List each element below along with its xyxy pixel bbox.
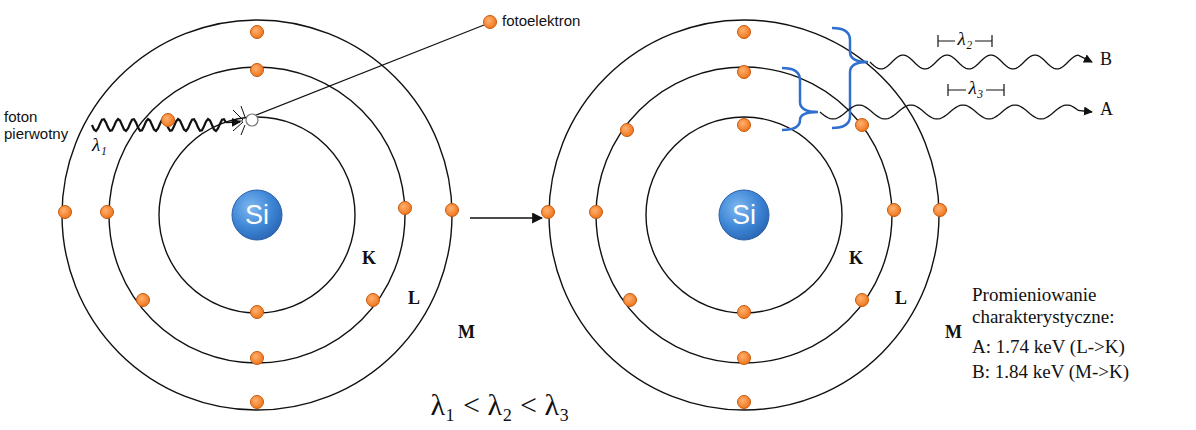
photon-a [820, 105, 1092, 119]
line-label: B [1100, 49, 1112, 70]
photon-b [870, 55, 1092, 69]
electron-dot [367, 294, 380, 307]
shell-label: M [458, 322, 475, 343]
electron-dot [888, 204, 901, 217]
photon-wave [820, 105, 1078, 119]
electron-dot [738, 396, 751, 409]
electron-dot [137, 294, 150, 307]
shell-label: L [895, 288, 907, 309]
nucleus-circle: Si [718, 189, 770, 241]
wavelength-tick [937, 35, 938, 47]
electron-dot [621, 124, 634, 137]
photoelectron-track [254, 25, 484, 116]
electron-dot [856, 294, 869, 307]
l-shell [109, 67, 405, 363]
k-shell [159, 117, 355, 313]
electrons [59, 16, 947, 409]
photon-wave [92, 119, 226, 131]
electron-dot [738, 119, 751, 132]
photoelectron-label: fotoelektron [502, 12, 580, 29]
shell-label: L [408, 288, 420, 309]
electron-dot [738, 352, 751, 365]
primary-photon-label: foton pierwotny [4, 108, 78, 143]
shell-label: K [362, 248, 376, 269]
wavelength-tick [947, 84, 948, 96]
electron-dot [251, 352, 264, 365]
electron-dot [59, 206, 72, 219]
electron-dot [624, 294, 637, 307]
electron-dot [251, 306, 264, 319]
k-shell [646, 117, 842, 313]
electron-dot [251, 26, 264, 39]
electron-dot [590, 206, 603, 219]
electron-dot [251, 396, 264, 409]
element-symbol: Si [732, 200, 756, 231]
photon-arrowhead [1078, 110, 1092, 112]
shell-label: K [849, 248, 863, 269]
electron-dot [251, 64, 264, 77]
impact-burst [231, 106, 245, 135]
brace-l-k [782, 68, 818, 130]
electron-dot [101, 206, 114, 219]
brace-m-k [832, 28, 868, 128]
photon-wave [870, 55, 1078, 69]
electron-dot [446, 204, 459, 217]
wavelength-tick [991, 35, 992, 47]
nucleus-circle: Si [231, 189, 283, 241]
atom-shells [62, 20, 939, 410]
electron-dot [738, 26, 751, 39]
element-symbol: Si [245, 200, 269, 231]
radiation-heading: Promieniowanie charakterystyczne: [972, 284, 1172, 328]
burst-ray [241, 106, 245, 117]
transition-braces [782, 28, 868, 130]
nucleus-fill [719, 190, 769, 240]
radiation-line: A: 1.74 keV (L->K) [972, 336, 1125, 358]
photon-waves [92, 55, 1092, 131]
electron-dot [856, 119, 869, 132]
photon-arrowhead [1078, 55, 1092, 62]
burst-ray [241, 125, 245, 135]
burst-ray [233, 110, 243, 120]
m-shell [62, 20, 452, 410]
wavelength-label: λ₃ [966, 77, 987, 99]
wavelength-label: λ₂ [955, 28, 976, 50]
electron-dot [399, 202, 412, 215]
burst-ray [233, 122, 243, 131]
electron-dot [738, 306, 751, 319]
nucleus-fill [232, 190, 282, 240]
photon-arrowhead [226, 121, 240, 123]
electron-dot [162, 114, 175, 127]
burst-ray [231, 121, 243, 122]
photoelectron-dot [484, 16, 497, 29]
radiation-line: B: 1.84 keV (M->K) [972, 361, 1129, 383]
m-shell [549, 20, 939, 410]
electron-dot [738, 66, 751, 79]
electron-dot [542, 206, 555, 219]
shell-label: M [945, 322, 962, 343]
electron-hole [246, 114, 258, 126]
wavelength-tick [1003, 84, 1004, 96]
wavelength-relation: λ₁ < λ₂ < λ₃ [431, 388, 570, 423]
electron-dot [934, 204, 947, 217]
transition-arrow [470, 217, 542, 219]
wavelength-label: λ₁ [92, 134, 107, 156]
line-label: A [1100, 99, 1113, 120]
